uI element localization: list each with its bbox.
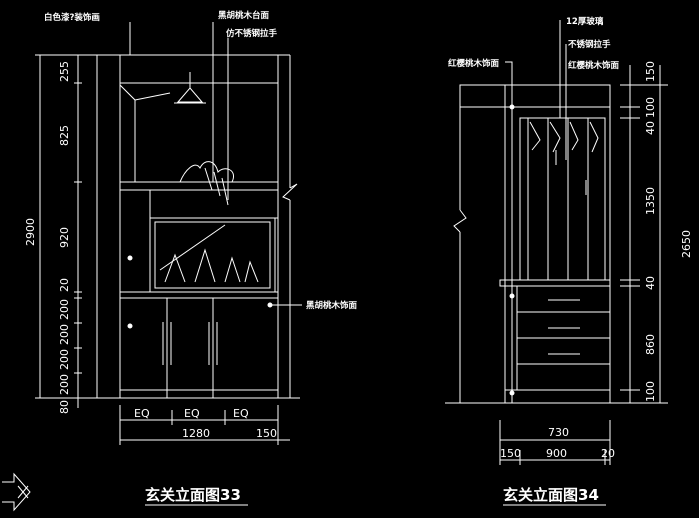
dim-a-eq-3: EQ (233, 407, 249, 420)
dim-b-total: 2650 (680, 230, 693, 258)
dim-b-100: 100 (644, 97, 657, 118)
dim-a-80: 80 (58, 400, 71, 414)
pendant-lamp-icon (176, 87, 204, 103)
note-b-3: 红樱桃木饰面 (568, 60, 620, 71)
note-b-4: 红樱桃木饰面 (448, 58, 500, 69)
elevation-34 (445, 20, 668, 506)
corner-arrow-icon (2, 472, 31, 512)
title-34: 玄关立面图34 (503, 486, 599, 504)
elevation-33-labels: 白色漆?装饰画 黑胡桃木台面 仿不锈钢拉手 黑胡桃木饰面 255 825 920… (24, 10, 358, 504)
dim-b-width: 730 (548, 426, 569, 439)
dim-b-100-2: 100 (644, 381, 657, 402)
leader-b-2 (505, 61, 513, 107)
dim-a-width: 1280 (182, 427, 210, 440)
display-decoration (164, 248, 259, 283)
dim-a-200-1: 200 (58, 299, 71, 320)
break-line (282, 183, 298, 201)
hanger-icons (529, 121, 599, 153)
dim-a-eq-2: EQ (184, 407, 200, 420)
note-b-2: 不锈钢拉手 (568, 39, 611, 50)
dim-ticks (74, 82, 82, 399)
dim-a-side: 150 (256, 427, 277, 440)
plant-leaves (204, 167, 229, 206)
dim-b-900: 900 (546, 447, 567, 460)
dim-b-ticks (620, 84, 668, 404)
dim-a-200-2: 200 (58, 324, 71, 345)
note-a-1: 白色漆?装饰画 (44, 12, 100, 23)
leader-dot-1 (127, 255, 133, 261)
plant-icon (179, 161, 234, 183)
dim-a-total: 2900 (24, 218, 37, 246)
break-line-b (453, 209, 467, 233)
note-a-2: 黑胡桃木台面 (218, 10, 270, 21)
dim-b-860: 860 (644, 334, 657, 355)
leader-b-dot-1 (509, 104, 515, 110)
dim-b-150: 150 (644, 61, 657, 82)
top-valance (119, 54, 279, 84)
lamp-cord (134, 92, 171, 101)
dim-a-200-4: 200 (58, 374, 71, 395)
leader-dot-2 (127, 323, 133, 329)
dim-b-20: 20 (601, 447, 615, 460)
elevation-34-labels: 12厚玻璃 不锈钢拉手 红樱桃木饰面 红樱桃木饰面 150 100 40 135… (448, 16, 693, 504)
dim-b-1350: 1350 (644, 187, 657, 215)
display-glass (154, 221, 271, 289)
leader-dot-3 (267, 302, 273, 308)
dim-a-eq-1: EQ (134, 407, 150, 420)
dim-a-20: 20 (58, 278, 71, 292)
dim-a-255: 255 (58, 61, 71, 82)
corner-arrow-mark-2 (17, 485, 29, 499)
dim-b-150-bottom: 150 (500, 447, 521, 460)
note-a-4: 黑胡桃木饰面 (306, 300, 358, 311)
dim-a-200-3: 200 (58, 349, 71, 370)
leader-b-dot-2 (509, 293, 515, 299)
note-b-1: 12厚玻璃 (566, 16, 604, 27)
leader-b-dot-3 (509, 390, 515, 396)
dim-a-920: 920 (58, 227, 71, 248)
elevation-33 (2, 22, 302, 512)
dim-b-40-2: 40 (644, 276, 657, 290)
dim-a-825: 825 (58, 125, 71, 146)
title-33: 玄关立面图33 (145, 486, 241, 504)
note-a-3: 仿不锈钢拉手 (226, 28, 278, 39)
dim-b-40-1: 40 (644, 121, 657, 135)
glass-reflection (159, 224, 226, 271)
